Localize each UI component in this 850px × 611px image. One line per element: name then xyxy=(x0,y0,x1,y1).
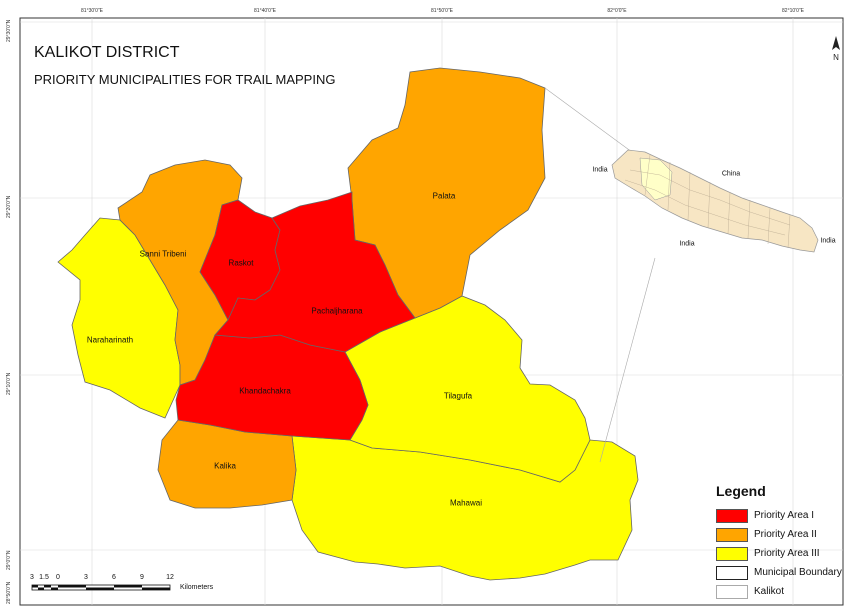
legend-item-priority-3: Priority Area III xyxy=(716,547,844,563)
scale-tick: 12 xyxy=(166,574,174,581)
legend-swatch xyxy=(716,566,748,580)
legend-item-boundary: Municipal Boundary xyxy=(716,566,844,582)
lat-tick: 29°30'0"N xyxy=(6,19,12,42)
legend: Legend Priority Area I Priority Area II … xyxy=(700,478,846,606)
scale-tick: 1.5 xyxy=(39,574,49,581)
scale-tick: 0 xyxy=(56,574,60,581)
inset-connector xyxy=(544,87,656,463)
inset-label-india-west: India xyxy=(592,166,608,174)
inset-label-india-south: India xyxy=(679,240,695,248)
legend-item-priority-2: Priority Area II xyxy=(716,528,844,544)
legend-swatch xyxy=(716,509,748,523)
scale-tick: 9 xyxy=(140,574,144,581)
lat-tick: 29°20'0"N xyxy=(6,195,12,218)
lat-tick: 29°0'0"N xyxy=(6,550,12,570)
scale-tick: 3 xyxy=(30,574,34,581)
north-letter: N xyxy=(833,53,839,62)
scale-tick: 6 xyxy=(112,574,116,581)
legend-label: Municipal Boundary xyxy=(754,567,842,578)
municipality-pachaljharana[interactable] xyxy=(214,191,416,353)
scale-unit: Kilometers xyxy=(180,584,214,591)
lon-tick: 81°30'0"E xyxy=(81,8,103,14)
lon-tick: 81°40'0"E xyxy=(254,8,276,14)
label-mahawai: Mahawai xyxy=(449,498,483,508)
legend-title: Legend xyxy=(716,483,766,499)
lon-tick: 82°10'0"E xyxy=(782,8,804,14)
legend-label: Kalikot xyxy=(754,586,785,597)
lon-tick: 81°50'0"E xyxy=(431,8,453,14)
legend-swatch xyxy=(716,547,748,561)
inset-label-china: China xyxy=(721,170,741,178)
label-kalika: Kalika xyxy=(214,461,236,471)
label-palata: Palata xyxy=(432,191,456,201)
lat-tick: 28°50'0"N xyxy=(6,581,12,604)
legend-item-priority-1: Priority Area I xyxy=(716,509,844,525)
label-naraharinath: Naraharinath xyxy=(86,335,134,345)
scale-bar: 3 1.5 0 3 6 9 12 Kilometers xyxy=(28,574,248,598)
legend-item-kalikot: Kalikot xyxy=(716,585,844,601)
map-subtitle: PRIORITY MUNICIPALITIES FOR TRAIL MAPPIN… xyxy=(34,72,336,87)
scale-tick: 3 xyxy=(84,574,88,581)
label-pachaljharana: Pachaljharana xyxy=(311,306,363,316)
nepal-inset-map xyxy=(611,149,819,253)
label-tilagufa: Tilagufa xyxy=(443,391,473,401)
scale-bar-graphic xyxy=(31,584,171,591)
lon-tick: 82°0'0"E xyxy=(607,8,627,14)
legend-label: Priority Area III xyxy=(754,548,820,559)
legend-label: Priority Area I xyxy=(754,510,815,521)
label-raskot: Raskot xyxy=(228,258,254,268)
legend-swatch xyxy=(716,585,748,599)
north-arrow-icon: N xyxy=(832,36,840,62)
label-sanni-tribeni: Sanni Tribeni xyxy=(139,249,187,259)
label-khandachakra: Khandachakra xyxy=(239,386,291,396)
legend-label: Priority Area II xyxy=(754,529,817,540)
map-title: KALIKOT DISTRICT xyxy=(34,44,180,61)
lat-tick: 29°10'0"N xyxy=(6,372,12,395)
legend-swatch xyxy=(716,528,748,542)
inset-label-india-east: India xyxy=(820,237,836,245)
map-border xyxy=(19,17,844,606)
